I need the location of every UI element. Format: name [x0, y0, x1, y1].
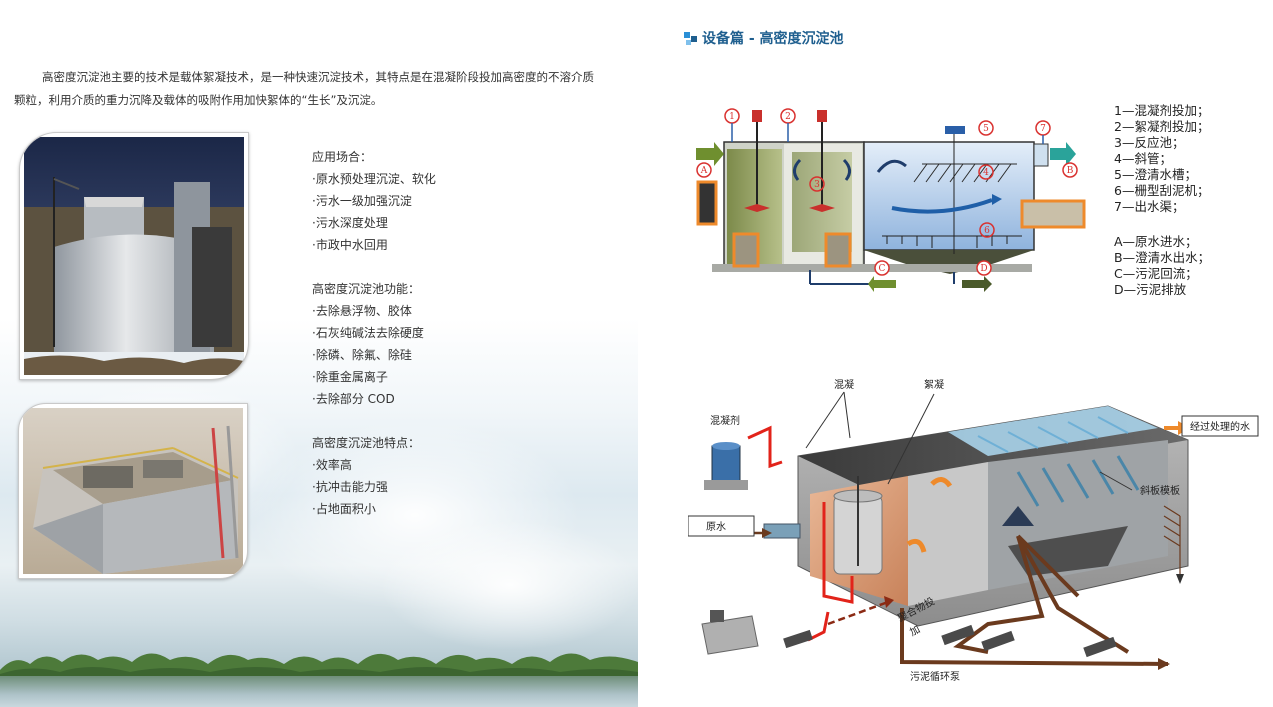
label-treated-water: 经过处理的水 — [1190, 420, 1250, 433]
functions-title: 高密度沉淀池功能： — [312, 282, 421, 296]
legend-item: 6—栅型刮泥机； — [1114, 183, 1210, 198]
marker-a: A — [700, 166, 708, 176]
marker-1: 1 — [729, 112, 735, 122]
functions-item: ·除重金属离子 — [312, 370, 388, 384]
functions-item: ·去除部分 COD — [312, 392, 395, 406]
functions-item: ·去除悬浮物、胶体 — [312, 304, 412, 318]
legend-item: A—原水进水； — [1114, 234, 1198, 249]
legend-item: D—污泥排放 — [1114, 282, 1187, 297]
photo-sedimentation-tank-plant — [18, 403, 248, 579]
legend-item: 7—出水渠； — [1114, 199, 1185, 214]
schematic-legend: 1—混凝剂投加； 2—絮凝剂投加； 3—反应池； 4—斜管； 5—澄清水槽； 6… — [1114, 103, 1210, 298]
legend-item: B—澄清水出水； — [1114, 250, 1211, 265]
marker-b: B — [1067, 166, 1074, 176]
applications-item: ·污水一级加强沉淀 — [312, 194, 412, 208]
applications-item: ·原水预处理沉淀、软化 — [312, 172, 436, 186]
photo-sedimentation-tank-exterior — [19, 132, 249, 380]
marker-2: 2 — [785, 112, 791, 122]
marker-c: C — [879, 264, 886, 274]
label-polymer-dosing-2: 加 — [908, 623, 922, 638]
label-inclined-plate: 斜板模板 — [1140, 484, 1180, 497]
lake-water-decoration — [0, 676, 638, 707]
intro-text: 高密度沉淀池主要的技术是载体絮凝技术，是一种快速沉淀技术，其特点是在混凝阶段投加… — [14, 66, 604, 112]
legend-item: 1—混凝剂投加； — [1114, 103, 1210, 118]
applications-title: 应用场合： — [312, 150, 373, 164]
marker-3: 3 — [814, 180, 820, 190]
marker-d: D — [980, 264, 987, 274]
page-title: 设备篇 - 高密度沉淀池 — [702, 31, 844, 47]
marker-4: 4 — [983, 168, 989, 178]
functions-item: ·石灰纯碱法去除硬度 — [312, 326, 424, 340]
legend-item: 2—絮凝剂投加； — [1114, 119, 1210, 134]
label-coagulation: 混凝 — [834, 379, 854, 391]
label-raw-water: 原水 — [706, 521, 726, 533]
intro-paragraph: 高密度沉淀池主要的技术是载体絮凝技术，是一种快速沉淀技术，其特点是在混凝阶段投加… — [14, 70, 594, 107]
label-coagulant: 混凝剂 — [710, 414, 740, 427]
applications-item: ·市政中水回用 — [312, 238, 388, 252]
legend-item: 3—反应池； — [1114, 135, 1185, 150]
left-page-background — [0, 0, 638, 707]
info-lists: 应用场合： ·原水预处理沉淀、软化 ·污水一级加强沉淀 ·污水深度处理 ·市政中… — [312, 146, 612, 520]
features-item: ·占地面积小 — [312, 502, 376, 516]
label-sludge-pump: 污泥循环泵 — [910, 670, 960, 683]
applications-item: ·污水深度处理 — [312, 216, 388, 230]
cutaway-3d-diagram: 混凝 絮凝 混凝剂 经过处理的水 原水 斜板模板 聚合物投 加 污泥循环泵 — [688, 378, 1259, 683]
legend-item: 4—斜管； — [1114, 151, 1172, 166]
cloud-decoration — [380, 520, 638, 650]
functions-item: ·除磷、除氟、除硅 — [312, 348, 412, 362]
legend-item: C—污泥回流； — [1114, 266, 1198, 281]
section-bullet-icon — [684, 32, 697, 45]
treeline-decoration — [0, 653, 638, 680]
features-item: ·抗冲击能力强 — [312, 480, 388, 494]
features-item: ·效率高 — [312, 458, 352, 472]
marker-6: 6 — [984, 226, 990, 236]
process-schematic-diagram: 1 2 3 4 5 6 7 A B C D — [696, 108, 1086, 292]
legend-item: 5—澄清水槽； — [1114, 167, 1197, 182]
marker-5: 5 — [983, 124, 989, 134]
label-flocculation: 絮凝 — [924, 378, 944, 391]
marker-7: 7 — [1040, 124, 1046, 134]
features-title: 高密度沉淀池特点： — [312, 436, 421, 450]
